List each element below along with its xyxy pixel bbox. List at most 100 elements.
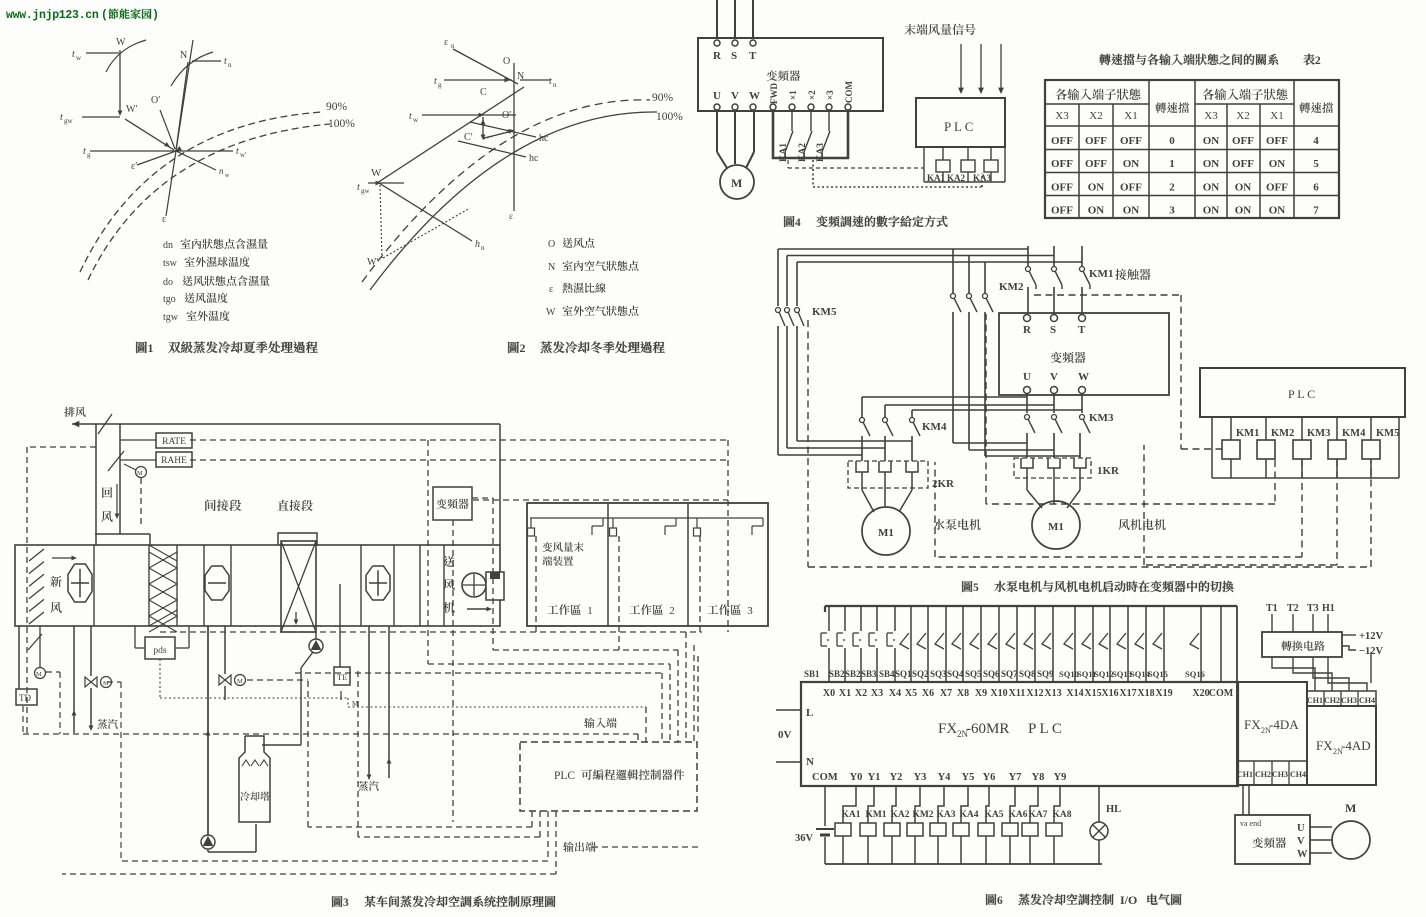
- svg-text:X9: X9: [975, 688, 987, 699]
- svg-text:X2: X2: [1236, 110, 1249, 122]
- svg-text:FWD: FWD: [769, 83, 779, 104]
- svg-text:KM3: KM3: [1307, 428, 1330, 439]
- svg-text:OFF: OFF: [1120, 135, 1142, 147]
- svg-text:ON: ON: [1203, 158, 1220, 170]
- svg-text:t: t: [434, 76, 437, 87]
- svg-text:×2: ×2: [807, 90, 817, 100]
- svg-text:SQ9: SQ9: [1037, 669, 1054, 679]
- svg-text:Y6: Y6: [983, 772, 996, 783]
- svg-text:HL: HL: [1106, 804, 1121, 815]
- svg-text:OFF: OFF: [1085, 135, 1107, 147]
- svg-text:2: 2: [1315, 55, 1321, 67]
- svg-text:n: n: [553, 81, 557, 89]
- svg-text:2: 2: [1169, 181, 1175, 193]
- svg-text:ON: ON: [1203, 205, 1220, 217]
- svg-text:X17: X17: [1119, 688, 1136, 699]
- svg-text:Y7: Y7: [1009, 772, 1022, 783]
- svg-text:X20: X20: [1192, 688, 1209, 699]
- svg-text:6: 6: [1313, 181, 1319, 193]
- svg-text:RAHE: RAHE: [161, 456, 187, 466]
- svg-text:P L C: P L C: [944, 119, 973, 134]
- svg-text:N: N: [180, 50, 187, 61]
- svg-text:ON: ON: [1235, 205, 1252, 217]
- svg-text:t: t: [409, 111, 412, 122]
- svg-text:SQ15: SQ15: [1148, 669, 1168, 679]
- svg-text:Y1: Y1: [868, 772, 881, 783]
- svg-text:N: N: [548, 262, 555, 273]
- svg-text:X2: X2: [1089, 110, 1102, 122]
- svg-text:Y9: Y9: [1054, 772, 1067, 783]
- svg-text:SQ10: SQ10: [1059, 669, 1079, 679]
- svg-text:KA6: KA6: [1009, 810, 1028, 820]
- svg-text:COM: COM: [812, 772, 838, 783]
- svg-text:T1: T1: [1266, 603, 1278, 614]
- svg-text:KA4: KA4: [960, 810, 979, 820]
- svg-text:5: 5: [973, 582, 979, 594]
- svg-text:X10: X10: [990, 688, 1007, 699]
- svg-text:36V: 36V: [795, 833, 814, 844]
- svg-text:Y0: Y0: [850, 772, 863, 783]
- svg-text:ON: ON: [1203, 135, 1220, 147]
- svg-text:SQ13: SQ13: [1112, 669, 1132, 679]
- svg-text:V: V: [1050, 371, 1058, 383]
- svg-text:t: t: [357, 182, 360, 193]
- svg-text:OFF: OFF: [1051, 135, 1073, 147]
- svg-text:X1: X1: [1270, 110, 1283, 122]
- svg-text:SQ2: SQ2: [912, 669, 929, 679]
- svg-text:tgw: tgw: [163, 312, 179, 323]
- svg-text:KA7: KA7: [1029, 810, 1048, 820]
- svg-text:ε: ε: [444, 37, 448, 48]
- svg-text:-4AD: -4AD: [1341, 738, 1371, 753]
- svg-text:KA2: KA2: [891, 810, 910, 820]
- svg-text:KM2: KM2: [912, 810, 933, 820]
- svg-text:X18: X18: [1137, 688, 1154, 699]
- svg-text:X7: X7: [940, 688, 952, 699]
- svg-text:OFF: OFF: [1232, 135, 1254, 147]
- svg-text:CH3: CH3: [1272, 770, 1288, 779]
- svg-text:V: V: [731, 90, 739, 102]
- svg-text:ON: ON: [1123, 205, 1140, 217]
- svg-text:KM5: KM5: [812, 306, 837, 318]
- svg-text:O: O: [548, 239, 555, 250]
- svg-text:N: N: [517, 71, 524, 82]
- svg-text:W: W: [749, 90, 760, 102]
- svg-text:gw: gw: [361, 187, 371, 195]
- svg-text:ε: ε: [162, 214, 166, 225]
- svg-text:OFF: OFF: [1232, 158, 1254, 170]
- svg-text:P L C: P L C: [1288, 387, 1315, 401]
- svg-text:N: N: [806, 756, 814, 768]
- svg-text:w: w: [225, 173, 230, 179]
- svg-text:T2: T2: [1287, 603, 1299, 614]
- svg-text:W: W: [116, 37, 126, 48]
- svg-text:SQ5: SQ5: [965, 669, 982, 679]
- svg-text:t: t: [72, 49, 75, 60]
- svg-text:SQ11: SQ11: [1077, 669, 1096, 679]
- svg-text:90%: 90%: [326, 101, 348, 113]
- svg-text:Y3: Y3: [914, 772, 927, 783]
- svg-text:SQ1: SQ1: [895, 669, 912, 679]
- svg-text:(: (: [101, 9, 108, 22]
- svg-text:3: 3: [343, 897, 349, 909]
- svg-text:M1: M1: [1048, 521, 1064, 533]
- svg-text:OFF: OFF: [1051, 158, 1073, 170]
- svg-text:X13: X13: [1044, 688, 1061, 699]
- svg-text:tgo: tgo: [163, 294, 176, 305]
- svg-text:5: 5: [1313, 158, 1319, 170]
- svg-text:O′: O′: [151, 95, 160, 106]
- svg-text:SQ8: SQ8: [1019, 669, 1036, 679]
- svg-text:X14: X14: [1066, 688, 1083, 699]
- svg-text:FX: FX: [1316, 738, 1333, 753]
- svg-text:M: M: [352, 700, 359, 708]
- svg-text:+12V: +12V: [1359, 631, 1383, 642]
- svg-text:KM4: KM4: [922, 421, 947, 433]
- svg-text:OFF: OFF: [1120, 181, 1142, 193]
- svg-text:X1: X1: [839, 688, 851, 699]
- svg-text:R: R: [1023, 324, 1032, 336]
- svg-text:1: 1: [1169, 158, 1175, 170]
- svg-text:TE: TE: [337, 672, 347, 682]
- svg-text:SQ7: SQ7: [1001, 669, 1018, 679]
- svg-text:1: 1: [587, 605, 592, 617]
- svg-text:ON: ON: [1088, 205, 1105, 217]
- svg-text:ε′: ε′: [131, 161, 137, 172]
- svg-text:SQ14: SQ14: [1130, 669, 1151, 679]
